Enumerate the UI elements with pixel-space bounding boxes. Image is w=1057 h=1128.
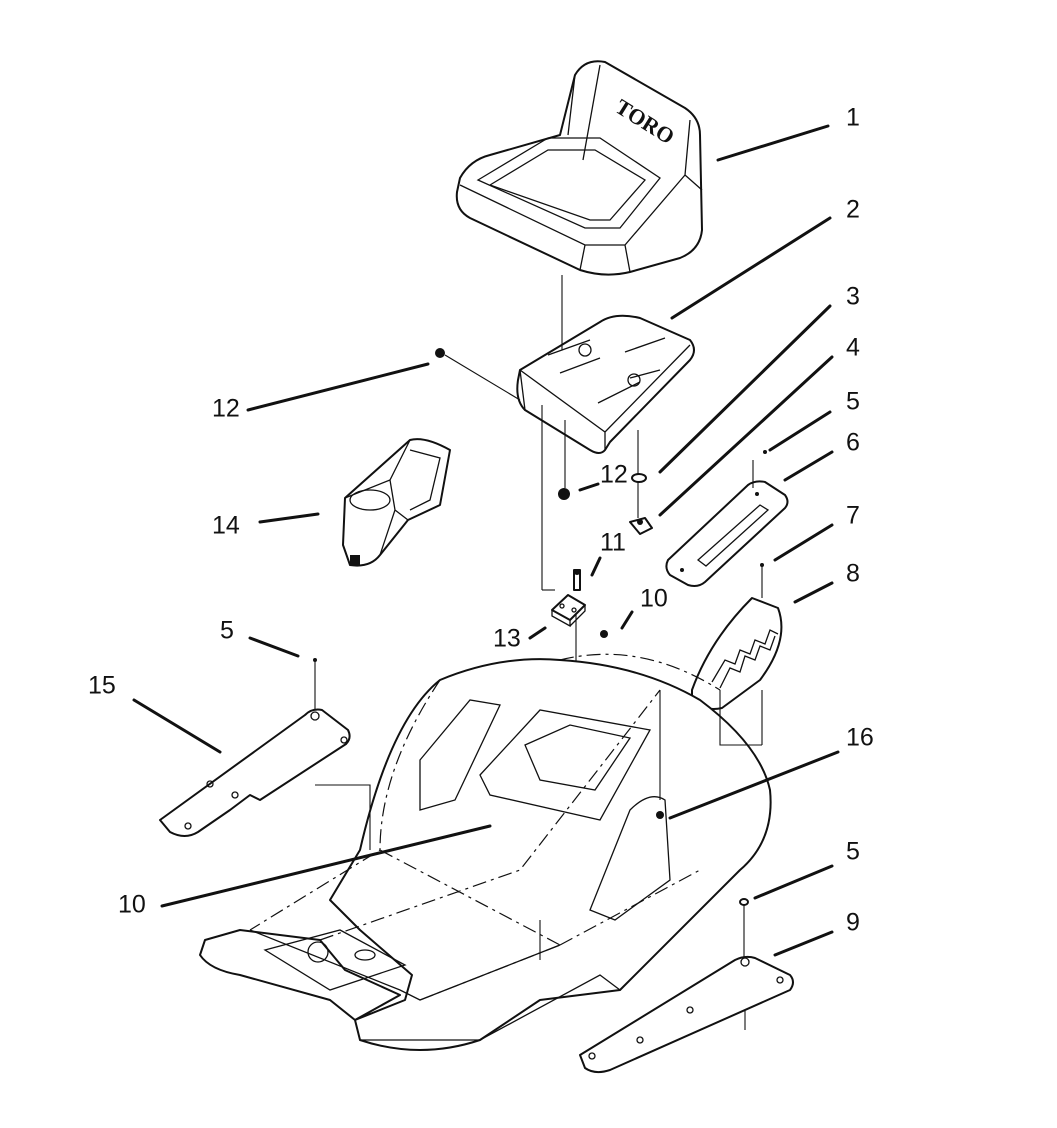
callout-9: 9 — [846, 909, 860, 937]
callout-12-left: 12 — [212, 395, 240, 423]
callout-13: 13 — [493, 625, 521, 653]
seat-part: TORO — [455, 60, 703, 276]
callout-10-bottom: 10 — [118, 891, 146, 919]
callout-3: 3 — [846, 283, 860, 311]
callout-4: 4 — [846, 334, 860, 362]
callout-5-top: 5 — [846, 388, 860, 416]
frame-hidden-line-2 — [315, 690, 762, 1030]
callout-leaders — [132, 124, 840, 957]
bolt-to-pan-line — [444, 354, 521, 401]
callout-5-left: 5 — [220, 617, 234, 645]
screw-5-right — [739, 898, 749, 906]
callout-16: 16 — [846, 724, 874, 752]
callout-6: 6 — [846, 429, 860, 457]
knob-4 — [629, 517, 653, 535]
fender-body-part — [199, 658, 772, 1051]
screw-5-markers — [313, 450, 767, 662]
frame-hidden-outline — [249, 653, 721, 1001]
callout-5-right: 5 — [846, 838, 860, 866]
bracket-13 — [551, 594, 586, 628]
seat-pan-part — [516, 314, 695, 454]
bolt-11 — [573, 569, 581, 591]
rack-part — [691, 597, 783, 710]
nut-10 — [600, 630, 608, 638]
callout-10-top: 10 — [640, 585, 668, 613]
nut-12 — [558, 488, 570, 500]
callout-2: 2 — [846, 196, 860, 224]
callout-14: 14 — [212, 512, 240, 540]
adjust-plate-part — [665, 480, 789, 587]
callout-1: 1 — [846, 104, 860, 132]
callout-12-center: 12 — [600, 461, 628, 489]
callout-11: 11 — [600, 529, 626, 557]
bolt-12-top — [435, 348, 445, 358]
cup-holder-part — [342, 438, 451, 567]
callout-15: 15 — [88, 672, 116, 700]
left-foot-plate-part — [159, 708, 351, 837]
callout-8: 8 — [846, 560, 860, 588]
callout-7: 7 — [846, 502, 860, 530]
washer-3 — [631, 473, 647, 483]
